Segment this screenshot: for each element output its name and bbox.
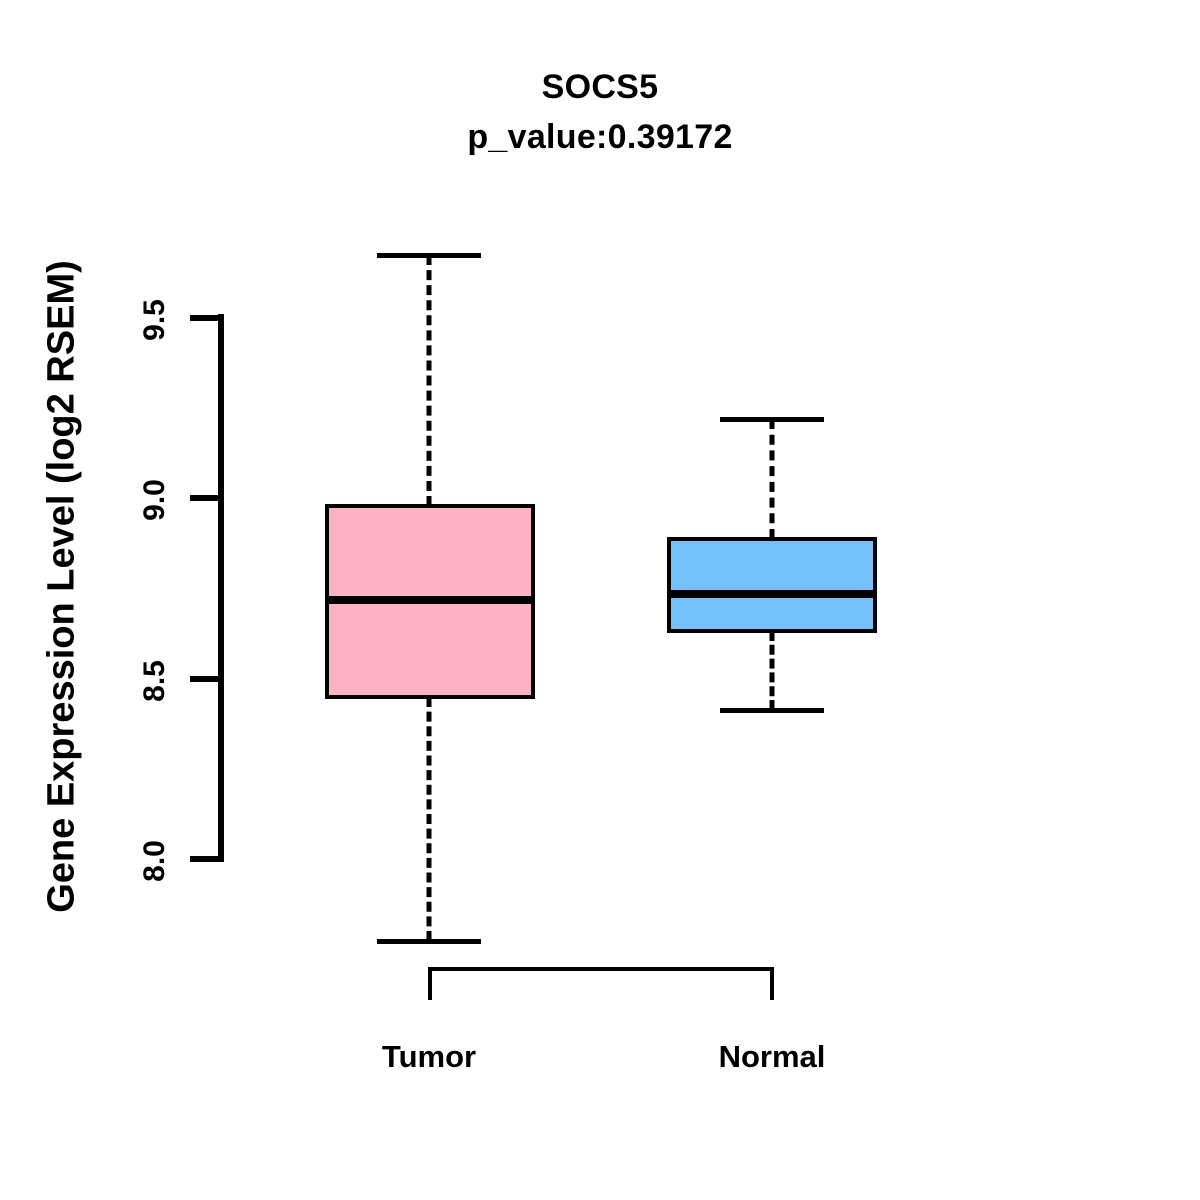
tumor-upper-whisker-cap (377, 253, 481, 258)
normal-box (667, 537, 877, 633)
y-axis-tick-8.5 (190, 676, 220, 682)
tumor-lower-whisker-cap (377, 939, 481, 944)
tumor-upper-whisker (426, 255, 432, 506)
y-axis-tick-label-8.5: 8.5 (138, 660, 171, 702)
y-axis-tick-9.0 (190, 495, 220, 501)
normal-lower-whisker (769, 631, 775, 710)
y-axis-tick-label-9.5: 9.5 (138, 299, 171, 341)
x-axis-tick-label-normal: Normal (718, 1039, 826, 1074)
tumor-lower-whisker (426, 697, 432, 941)
chart-subtitle-pvalue: p_value:0.39172 (467, 118, 733, 156)
normal-lower-whisker-cap (720, 708, 824, 713)
y-axis-line (218, 314, 224, 862)
x-axis-tick-label-tumor: Tumor (381, 1039, 477, 1074)
y-axis-tick-label-9.0: 9.0 (138, 479, 171, 521)
normal-upper-whisker (769, 419, 775, 539)
y-axis-tick-label-8.0: 8.0 (138, 840, 171, 882)
tumor-median-line (325, 596, 535, 604)
y-axis-tick-9.5 (190, 315, 220, 321)
x-axis-tick-normal (770, 967, 774, 1000)
chart-title: SOCS5 (541, 68, 659, 106)
normal-median-line (667, 590, 877, 598)
x-axis-tick-tumor (428, 967, 432, 1000)
y-axis-label: Gene Expression Level (log2 RSEM) (40, 260, 83, 913)
normal-upper-whisker-cap (720, 417, 824, 422)
y-axis-tick-8.0 (190, 856, 220, 862)
x-axis-line (428, 967, 774, 971)
